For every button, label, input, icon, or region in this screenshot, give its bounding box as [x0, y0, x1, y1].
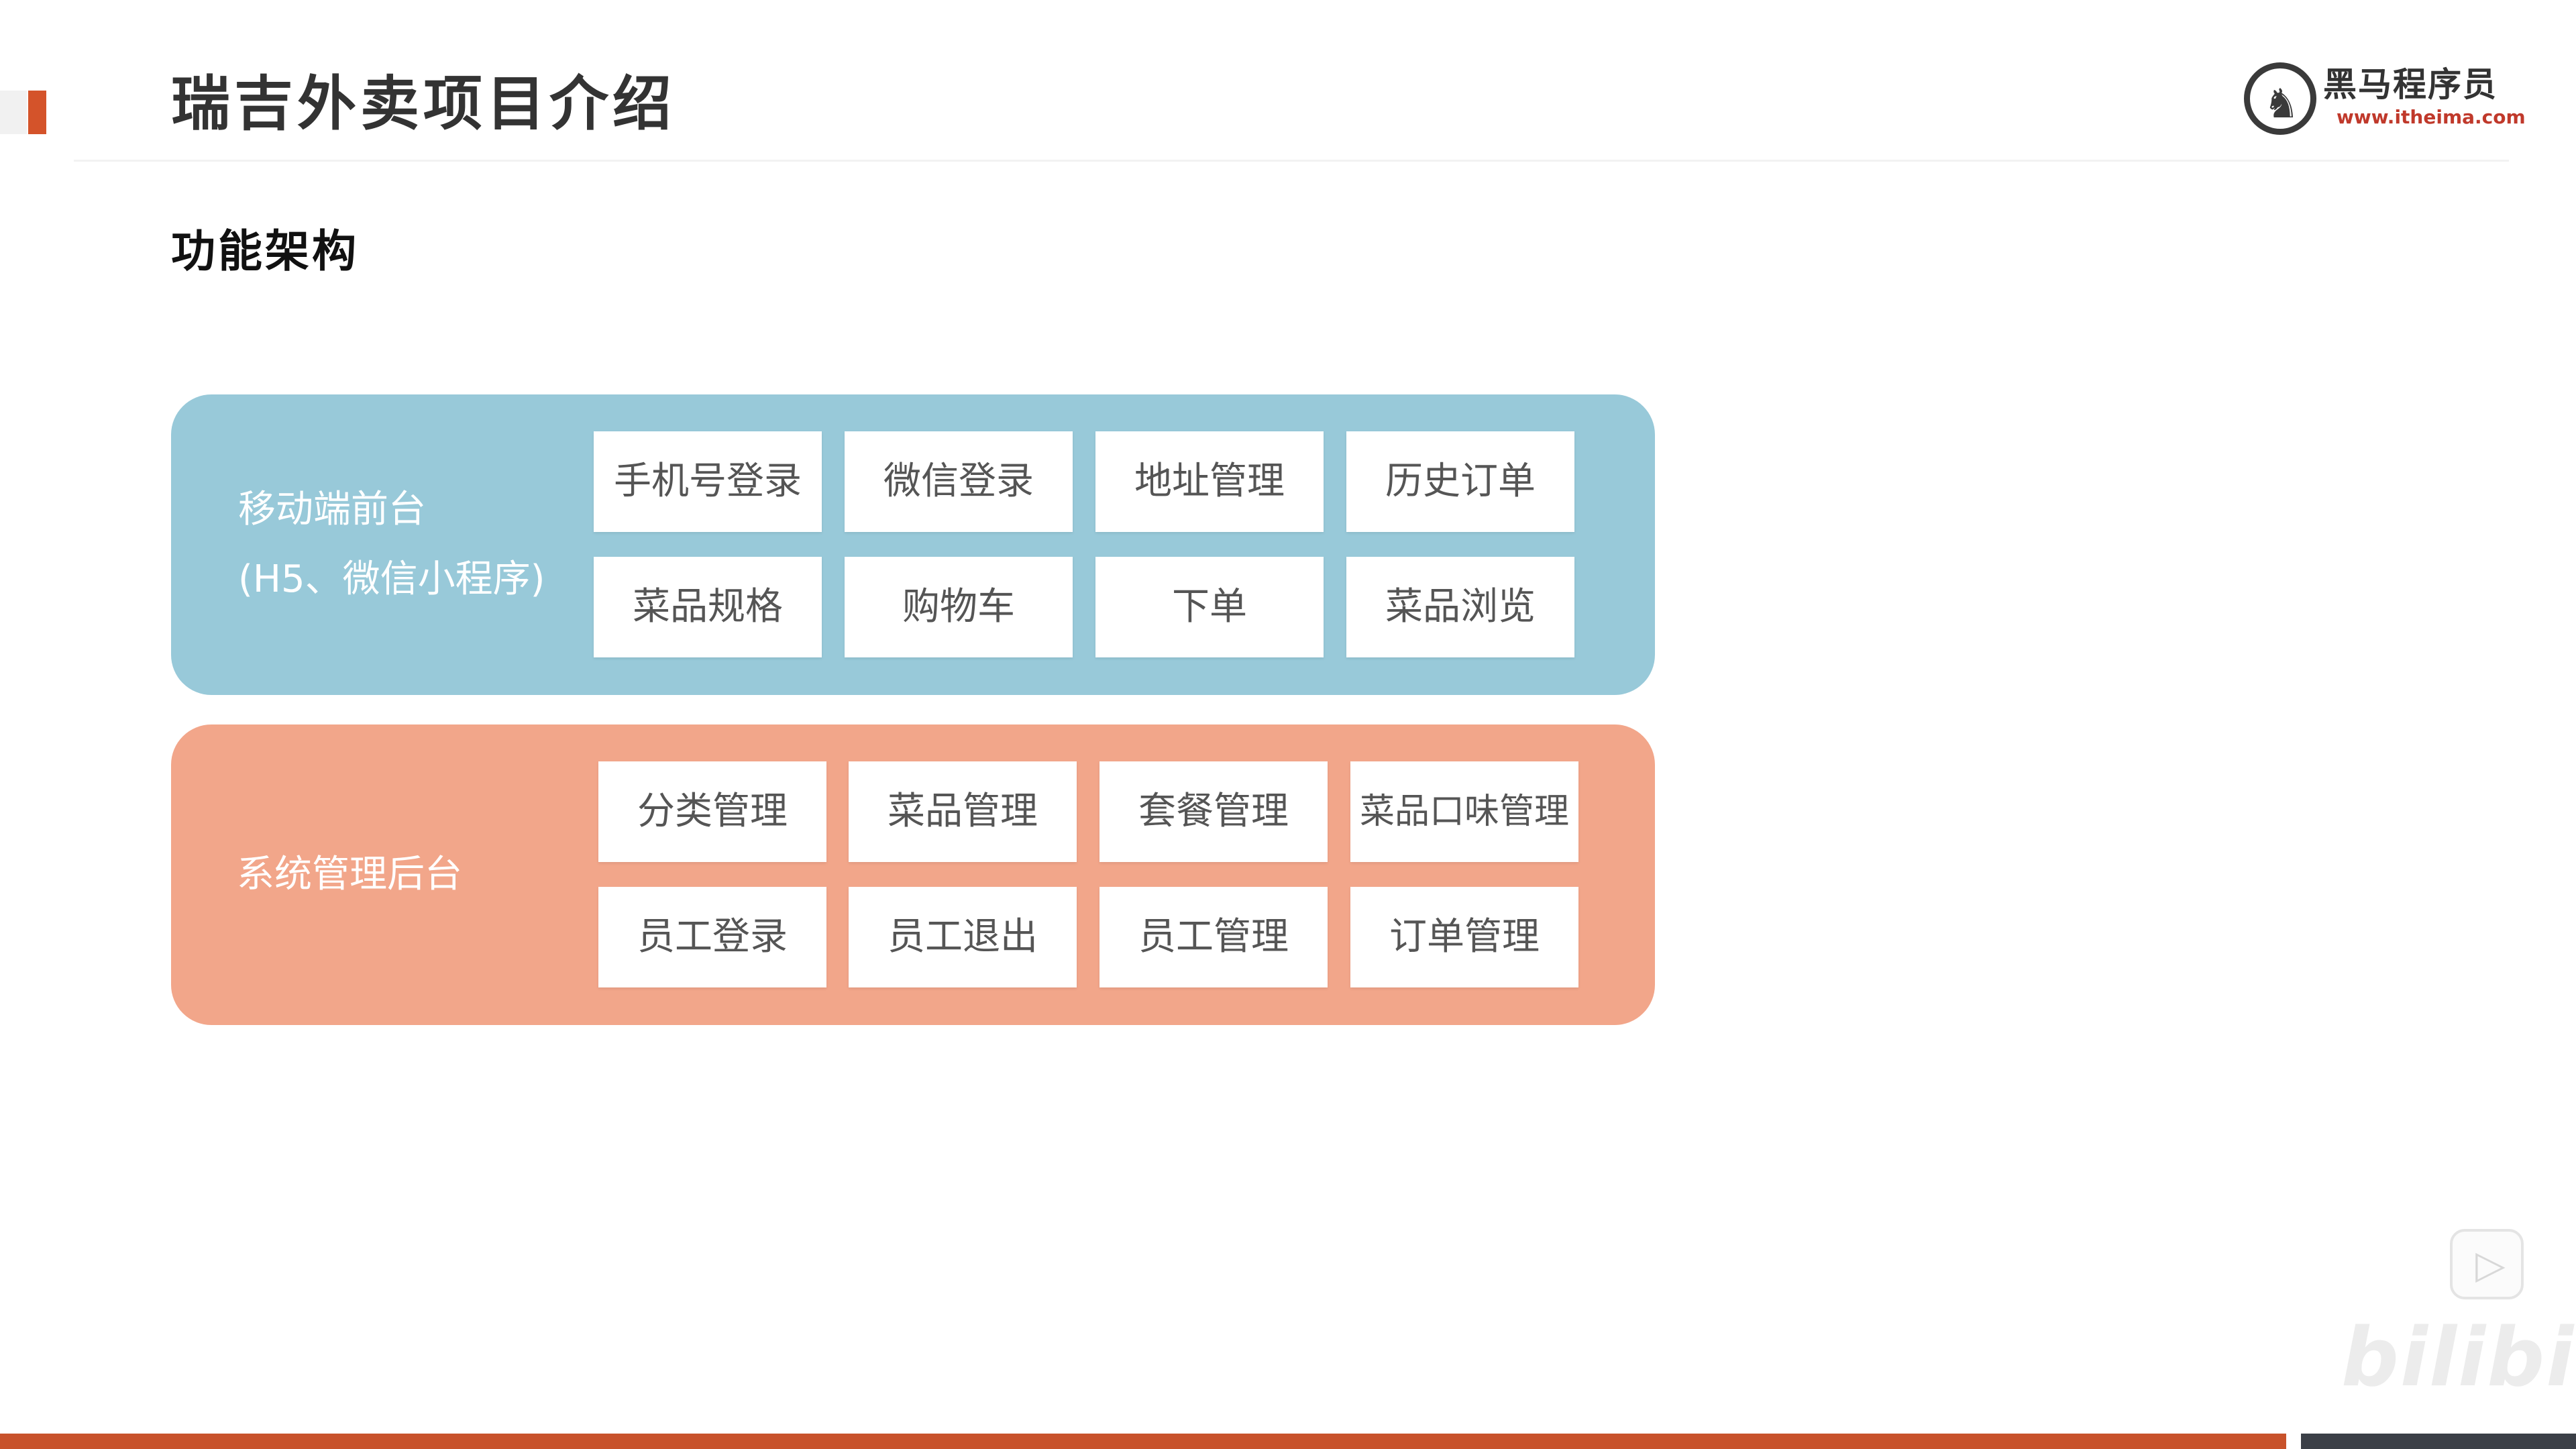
admin-feature-tile: 分类管理 — [598, 761, 826, 862]
mobile-label-line1: 移动端前台 — [238, 488, 426, 531]
mobile-feature-tile: 地址管理 — [1095, 431, 1324, 532]
section-subtitle: 功能架构 — [171, 225, 359, 277]
logo-url: www.itheima.com — [2337, 106, 2526, 128]
admin-feature-tile: 员工退出 — [849, 887, 1077, 987]
mobile-feature-tile: 微信登录 — [845, 431, 1073, 532]
title-accent-light — [0, 91, 27, 134]
play-icon: ▷ — [2475, 1242, 2506, 1287]
itheima-logo: ♞ 黑马程序员 www.itheima.com — [2244, 59, 2526, 136]
slide-title: 瑞吉外卖项目介绍 — [171, 69, 676, 138]
title-accent-bar — [28, 91, 46, 134]
mobile-feature-tile: 购物车 — [845, 557, 1073, 657]
mobile-feature-tile: 菜品规格 — [594, 557, 822, 657]
horse-logo-icon: ♞ — [2244, 62, 2316, 135]
mobile-panel-label: 移动端前台 (H5、微信小程序) — [238, 475, 545, 614]
header-divider — [74, 160, 2509, 162]
mobile-frontend-panel: 移动端前台 (H5、微信小程序) 手机号登录 微信登录 地址管理 历史订单 菜品… — [171, 394, 1655, 695]
admin-feature-tile: 套餐管理 — [1099, 761, 1328, 862]
footer-bar-dark — [2301, 1434, 2576, 1449]
admin-feature-tile: 菜品管理 — [849, 761, 1077, 862]
admin-panel-label: 系统管理后台 — [237, 853, 462, 896]
admin-feature-tile: 菜品口味管理 — [1350, 761, 1578, 862]
admin-backend-panel: 系统管理后台 分类管理 菜品管理 套餐管理 菜品口味管理 员工登录 员工退出 员… — [171, 724, 1655, 1025]
bilibili-watermark: bilibili — [2341, 1311, 2576, 1405]
mobile-label-line2: (H5、微信小程序) — [238, 557, 545, 601]
mobile-feature-tile: 历史订单 — [1346, 431, 1574, 532]
logo-name: 黑马程序员 — [2323, 65, 2498, 104]
admin-feature-tile: 员工登录 — [598, 887, 826, 987]
mobile-feature-tile: 下单 — [1095, 557, 1324, 657]
admin-feature-tile: 订单管理 — [1350, 887, 1578, 987]
footer-bar-red — [0, 1434, 2286, 1449]
play-button[interactable]: ▷ — [2450, 1229, 2524, 1299]
mobile-feature-tile: 手机号登录 — [594, 431, 822, 532]
admin-feature-tile: 员工管理 — [1099, 887, 1328, 987]
mobile-feature-tile: 菜品浏览 — [1346, 557, 1574, 657]
